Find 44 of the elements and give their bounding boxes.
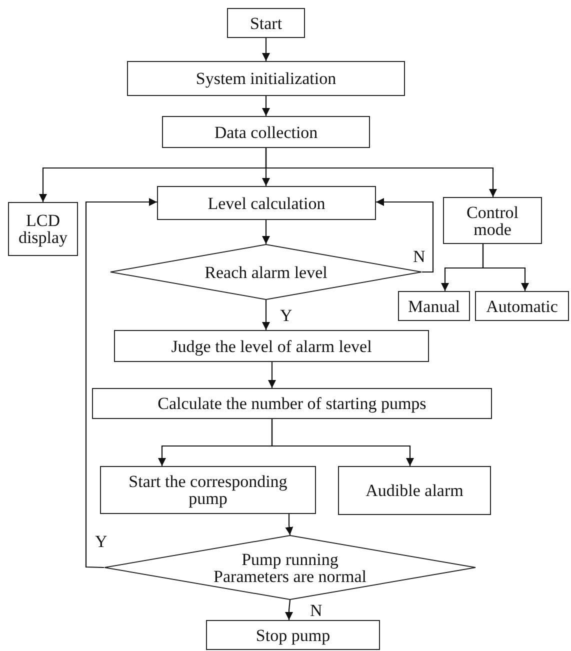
process-box [100,466,316,514]
process-box [157,186,376,220]
process-box [92,388,492,419]
arrow [262,96,270,116]
process-box [443,197,542,244]
process-box [227,8,305,38]
process-box [206,620,380,650]
edge-label: Y [279,307,294,324]
arrow [265,148,497,197]
arrow [376,198,434,273]
arrow [268,362,276,388]
box-text: Start [250,14,282,32]
edge-label: N [412,248,426,265]
process-box [8,202,78,256]
box-text: Judge the level of alarm level [171,338,372,354]
box-text: System initialization [196,70,336,87]
box-text: LCD display [17,212,69,246]
box-text: Stop pump [256,626,330,644]
box-text: Start the corresponding pump [128,473,288,507]
box-text: Level calculation [208,194,326,212]
arrow [85,198,157,568]
process-box [162,116,370,148]
box-text: Reach alarm level [204,264,328,280]
process-box [114,330,429,362]
box-text: Audible alarm [366,482,464,499]
arrow [262,38,270,61]
box-text: Data collection [214,124,318,140]
process-box [398,291,470,321]
edge-label: Y [94,533,108,550]
edge-label: N [309,602,324,619]
process-box [475,291,569,321]
arrow [271,419,414,466]
process-box [338,466,491,515]
arrow [262,300,270,330]
process-box [127,61,405,96]
arrow [285,600,293,620]
box-text: Control mode [466,204,520,238]
box-text: Manual [408,298,460,314]
arrow [262,220,270,244]
arrow [285,514,294,536]
arrow [482,244,529,291]
box-text: Automatic [486,298,558,314]
box-text: Pump running Parameters are normal [212,550,368,584]
box-text: Calculate the number of starting pumps [158,395,426,412]
